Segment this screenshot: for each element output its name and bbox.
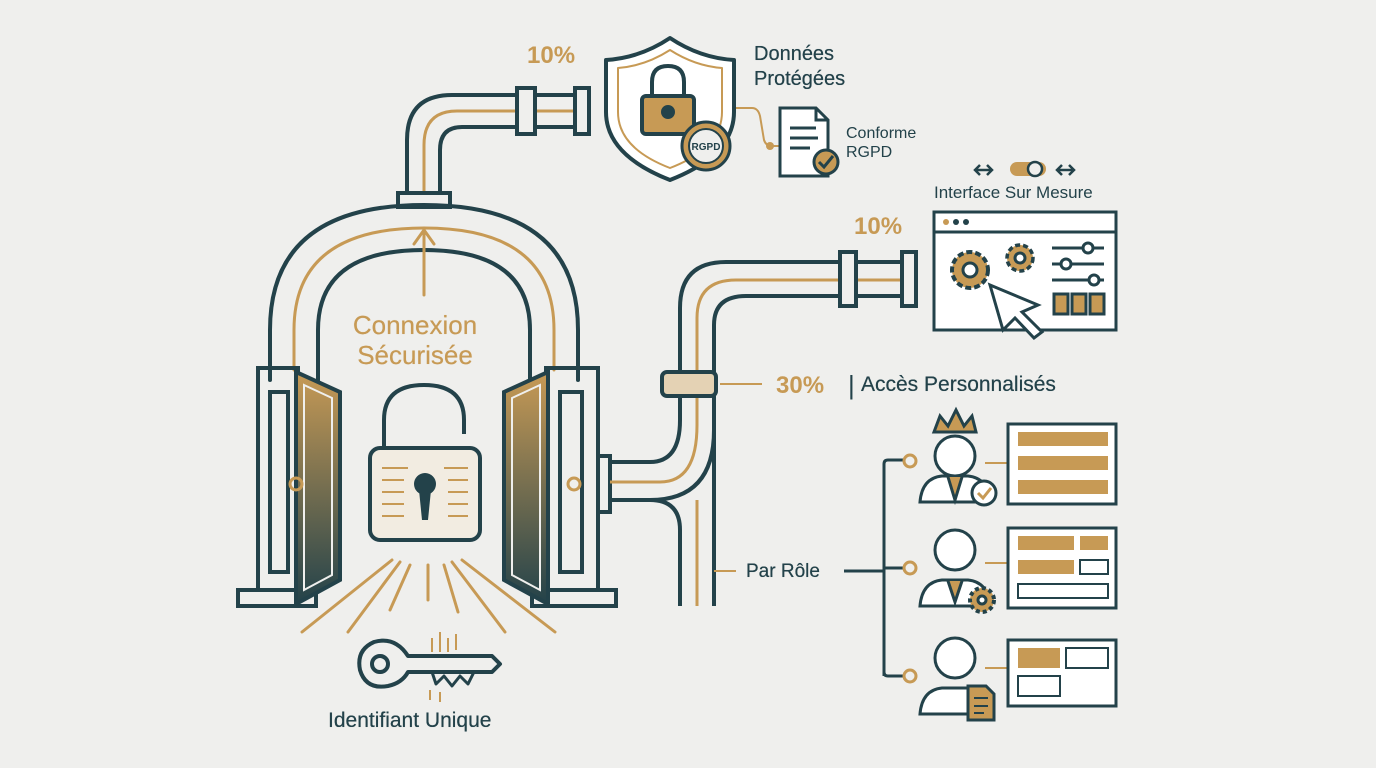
manager-panel <box>1006 526 1118 610</box>
conforme-line-2: RGPD <box>846 144 893 161</box>
admin-panel <box>1006 422 1118 506</box>
percent-mid-label: 10% <box>854 213 903 240</box>
connexion-securisee-label: Connexion Sécurisée <box>340 310 490 370</box>
pipe-top <box>396 86 591 209</box>
right-pillar <box>502 366 618 608</box>
connector-dot <box>766 142 774 150</box>
pipe-right <box>610 250 918 606</box>
key-rays <box>300 558 557 634</box>
interface-sur-mesure-label: Interface Sur Mesure <box>934 183 1093 202</box>
slider-toggle-icon <box>973 160 1076 178</box>
conforme-rgpd-label: Conforme RGPD <box>846 124 916 162</box>
donnees-protegees-label: Données Protégées <box>754 42 845 92</box>
acces-personnalises-label: Accès Personnalisés <box>861 373 1056 396</box>
connexion-line-1: Connexion <box>352 310 478 340</box>
rgpd-seal-text: RGPD <box>692 142 721 153</box>
left-pillar <box>236 366 342 608</box>
padlock-open-icon <box>368 382 482 542</box>
percent-top-label: 10% <box>527 42 576 69</box>
user-gear-icon <box>918 528 996 614</box>
role-tree <box>844 453 1010 684</box>
percent-30-label: 30% <box>776 372 825 399</box>
connector-rgpd <box>736 107 780 147</box>
donnees-line-2: Protégées <box>754 68 846 90</box>
document-check-icon <box>778 106 840 178</box>
connexion-line-2: Sécurisée <box>357 340 473 370</box>
rgpd-seal-icon: RGPD <box>680 120 732 172</box>
label-separator: | <box>848 370 855 400</box>
identifiant-unique-label: Identifiant Unique <box>328 709 492 732</box>
admin-crown-icon <box>918 406 998 507</box>
donnees-line-1: Données <box>754 43 835 65</box>
key-icon <box>357 632 502 702</box>
par-role-label: Par Rôle <box>746 561 820 582</box>
user-document-icon <box>918 636 996 722</box>
browser-settings-icon <box>932 210 1118 341</box>
user-panel <box>1006 638 1118 708</box>
conforme-line-1: Conforme <box>846 125 917 142</box>
arch-gate <box>268 202 580 382</box>
